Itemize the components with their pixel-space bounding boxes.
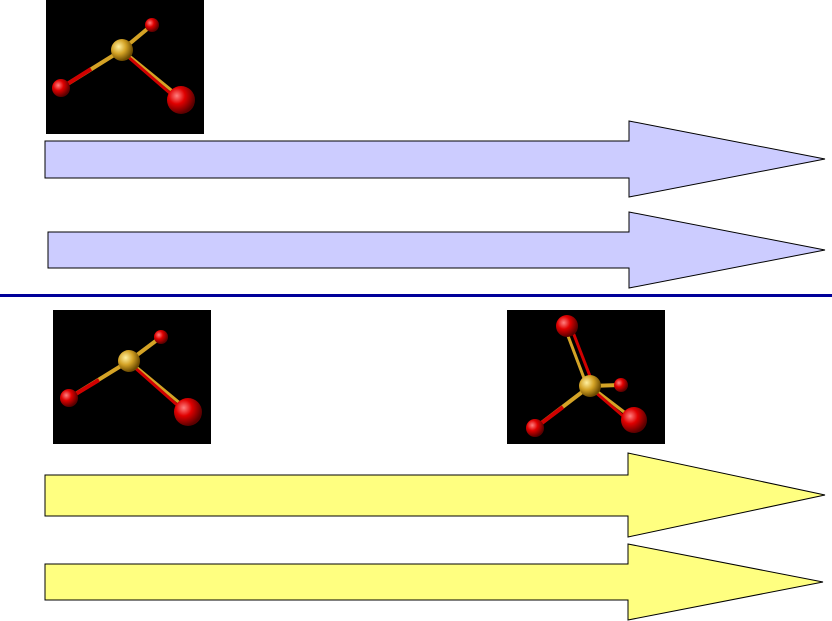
so2-molecule-image	[52, 18, 195, 114]
oxygen-atom	[621, 407, 647, 433]
oxygen-atom	[60, 389, 78, 407]
so2-molecule-panel-bottom	[53, 310, 211, 444]
sulfur-atom	[118, 350, 140, 372]
yellow-reaction-arrow-2	[44, 543, 824, 621]
oxygen-atom	[614, 378, 628, 392]
oxygen-atom	[154, 330, 168, 344]
oxygen-atom	[145, 18, 159, 32]
oxygen-atom	[52, 79, 70, 97]
sulfur-atom	[111, 39, 133, 61]
oxygen-atom	[526, 419, 544, 437]
so2-molecule-panel-top	[46, 0, 204, 134]
so3-molecule-image	[526, 315, 647, 437]
blue-reaction-arrow-1	[44, 120, 826, 198]
sulfur-atom	[579, 375, 601, 397]
so2-molecule-image	[60, 330, 202, 426]
bond	[569, 326, 595, 385]
section-divider	[0, 294, 832, 297]
oxygen-atom	[174, 398, 202, 426]
oxygen-atom	[556, 315, 578, 337]
oxygen-atom	[167, 86, 195, 114]
so3-molecule-panel	[507, 310, 665, 444]
bond	[563, 327, 589, 387]
blue-reaction-arrow-2	[47, 211, 826, 289]
bond	[128, 359, 188, 411]
bond	[121, 48, 182, 100]
yellow-reaction-arrow-1	[44, 452, 826, 538]
